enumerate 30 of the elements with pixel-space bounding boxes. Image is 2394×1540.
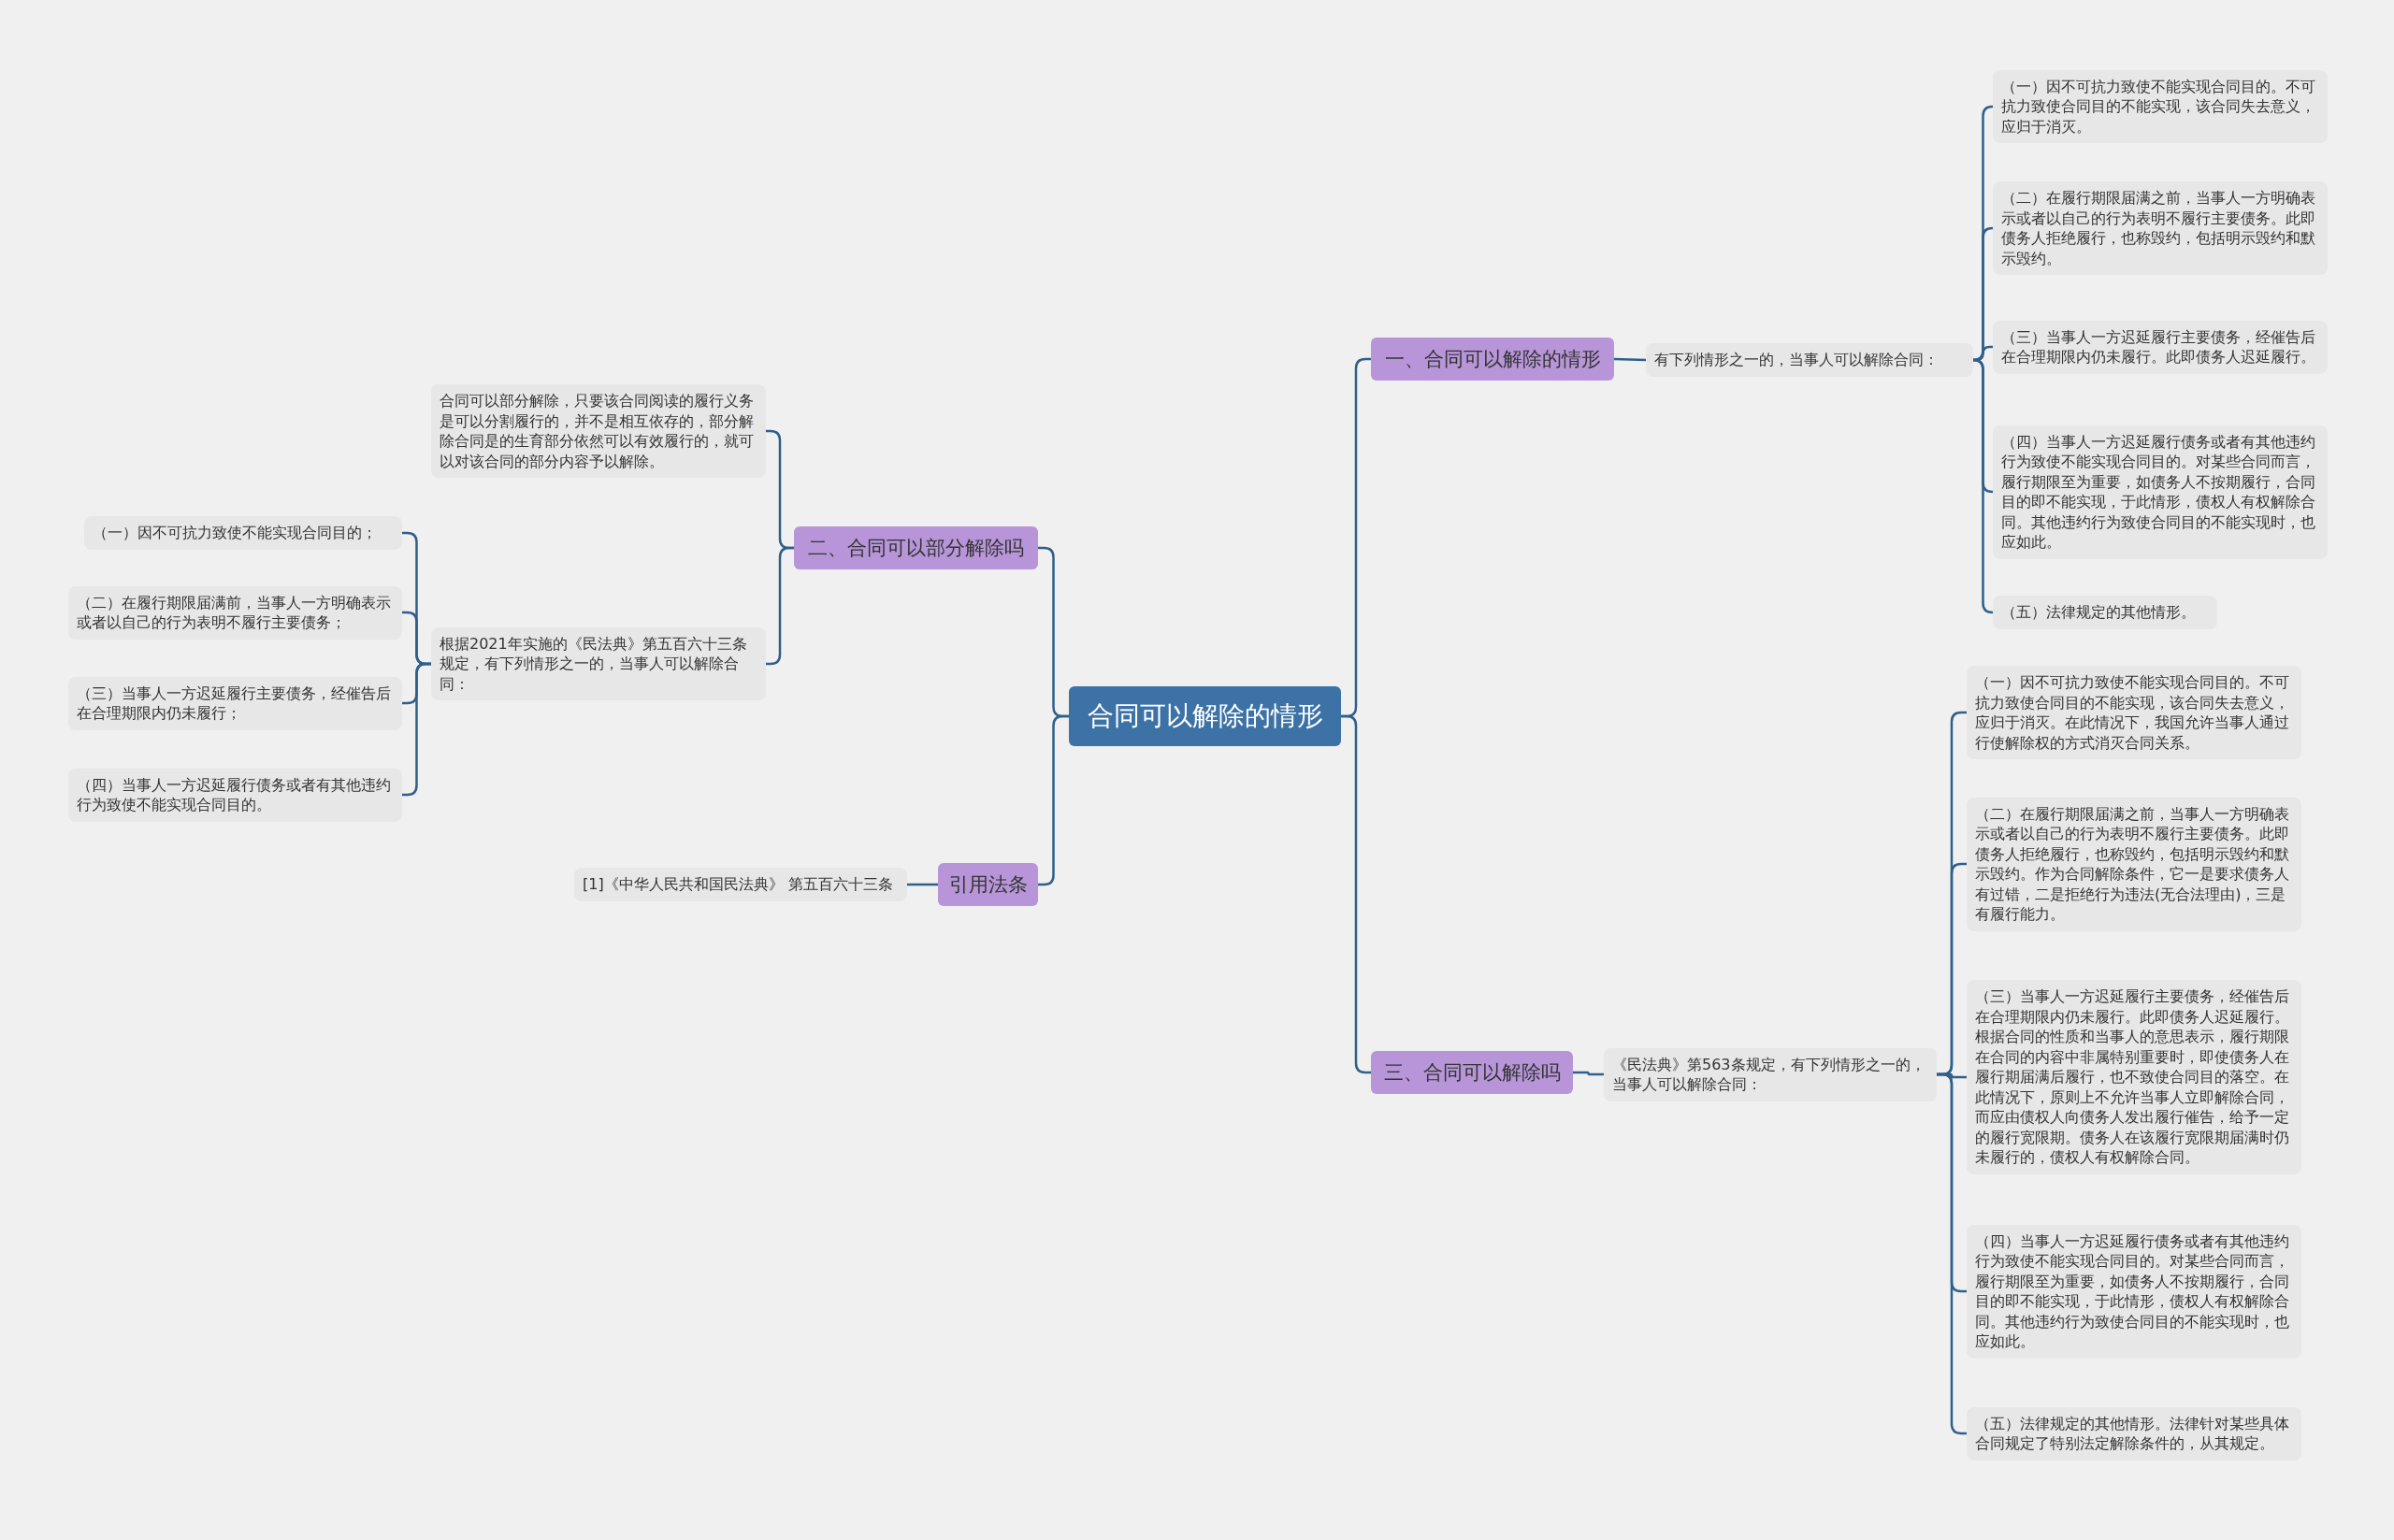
text-card: （三）当事人一方迟延履行主要债务，经催告后在合理期限内仍未履行； [68,676,402,730]
text-card: （四）当事人一方迟延履行债务或者有其他违约行为致使不能实现合同目的。对某些合同而言，履行期限至为重要，如债务人不按期履行，合同目的即不能实现，于此情形，债权人有权解除合同。其他违约行为致使合同目的不能实现时，也应如此。 [1993,425,2328,559]
text-card: （三）当事人一方迟延履行主要债务，经催告后在合理期限内仍未履行。此即债务人迟延履行。 [1993,320,2328,374]
connector-line [907,883,938,886]
text-card: （四）当事人一方迟延履行债务或者有其他违约行为致使不能实现合同目的。 [68,768,402,822]
text-card: （五）法律规定的其他情形。 [1993,596,2217,629]
text-card: （五）法律规定的其他情形。法律针对某些具体合同规定了特别法定解除条件的，从其规定。 [1967,1406,2301,1461]
text-card: 根据2021年实施的《民法典》第五百六十三条规定，有下列情形之一的，当事人可以解除合同： [431,626,766,701]
connector-line [1573,1071,1604,1076]
text-card: （四）当事人一方迟延履行债务或者有其他违约行为致使不能实现合同目的。对某些合同而言，履行期限至为重要，如债务人不按期履行，合同目的即不能实现，于此情形，债权人有权解除合同。其他违约行为致使合同目的不能实现时，也应如此。 [1967,1224,2301,1359]
text-card: （一）因不可抗力致使不能实现合同目的。不可抗力致使合同目的不能实现，该合同失去意义，应归于消灭。在此情况下，我国允许当事人通过行使解除权的方式消灭合同关系。 [1967,666,2301,759]
text-card: （一）因不可抗力致使不能实现合同目的。不可抗力致使合同目的不能实现，该合同失去意义，应归于消灭。 [1993,69,2328,144]
central-topic-box: 合同可以解除的情形 [1069,686,1341,746]
connector-line [1038,714,1069,886]
connector-line [1972,358,1994,614]
text-card: （三）当事人一方迟延履行主要债务，经催告后在合理期限内仍未履行。此即债务人迟延履行。根据合同的性质和当事人的意思表示，履行期限在合同的内容中非属特别重要时，即使债务人在履行期届满后履行，也不致使合同目的落空。在此情况下，原则上不允许当事人立即解除合同，而应由债权人向债务人发出履行催告，给予一定的履行宽限期。债务人在该履行宽限期届满时仍未履行的，债权人有权解除合同。 [1967,980,2301,1174]
branch-topic-box: 引用法条 [938,863,1038,906]
branch-topic-box: 三、合同可以解除吗 [1371,1051,1573,1094]
connector-line [1972,226,1994,362]
text-card: 《民法典》第563条规定，有下列情形之一的，当事人可以解除合同： [1604,1047,1937,1101]
branch-topic-box: 二、合同可以部分解除吗 [794,526,1038,569]
branch-topic-box: 一、合同可以解除的情形 [1371,338,1614,381]
connector-line [1613,357,1647,362]
text-card: [1]《中华人民共和国民法典》 第五百六十三条 [574,868,907,901]
text-card: （二）在履行期限届满之前，当事人一方明确表示或者以自己的行为表明不履行主要债务。此即债务人拒绝履行，也称毁约，包括明示毁约和默示毁约。 [1993,181,2328,275]
text-card: （一）因不可抗力致使不能实现合同目的； [84,516,402,550]
text-card: （二）在履行期限届满之前，当事人一方明确表示或者以自己的行为表明不履行主要债务。此即债务人拒绝履行，也称毁约，包括明示毁约和默示毁约。作为合同解除条件，它一是要求债务人有过错，二是拒绝行为违法(无合法理由)，三是有履行能力。 [1967,797,2301,931]
text-card: 有下列情形之一的，当事人可以解除合同： [1646,343,1973,377]
text-card: 合同可以部分解除，只要该合同阅读的履行义务是可以分割履行的，并不是相互依存的，部分解除合同是的生育部分依然可以有效履行的，就可以对该合同的部分内容予以解除。 [431,384,766,478]
text-card: （二）在履行期限届满前，当事人一方明确表示或者以自己的行为表明不履行主要债务； [68,585,402,640]
